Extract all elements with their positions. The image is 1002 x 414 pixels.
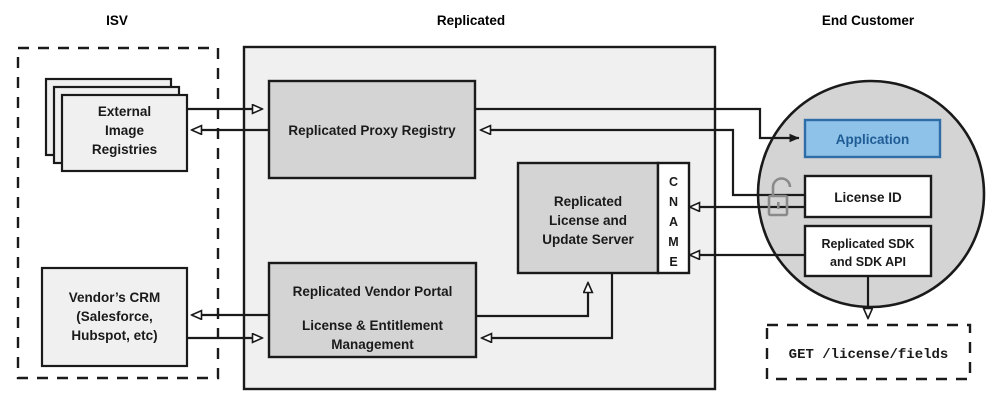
vendor-portal-label-line-2: License & Entitlement <box>302 318 444 333</box>
zone-title-replicated: Replicated <box>437 13 505 28</box>
unlock-icon <box>767 177 792 217</box>
node-external-image-registries[interactable]: External Image Registries <box>44 77 189 173</box>
vendor-portal-label-line-1: Replicated Vendor Portal <box>293 284 453 299</box>
api-request-label: GET /license/fields <box>789 347 949 363</box>
vendor-portal-label-line-3: Management <box>331 337 414 352</box>
zone-title-isv: ISV <box>106 13 128 28</box>
isv-zone-boundary <box>16 46 220 380</box>
license-server-label-line-2: License and <box>549 213 627 228</box>
replicated-sdk-label-line-1: Replicated SDK <box>821 237 914 251</box>
unlock-body <box>767 194 789 217</box>
cname-letter-c: C <box>669 175 678 189</box>
edge-license-server-to-portal <box>482 272 614 338</box>
node-vendors-crm[interactable]: Vendor’s CRM (Salesforce, Hubspot, etc) <box>40 266 189 368</box>
application-box <box>803 118 942 159</box>
crm-label-line-2: (Salesforce, <box>76 309 153 324</box>
node-replicated-vendor-portal[interactable]: Replicated Vendor Portal License & Entit… <box>267 261 478 359</box>
api-request-boundary <box>765 323 972 381</box>
license-id-label: License ID <box>834 190 902 205</box>
registries-label-line-1: External <box>98 104 151 119</box>
vendor-portal-box <box>267 261 478 359</box>
unlock-keyhole <box>777 202 780 209</box>
edge-portal-to-license-server <box>476 283 588 318</box>
node-api-request[interactable]: GET /license/fields <box>765 323 972 381</box>
node-license-id[interactable]: License ID <box>803 174 933 219</box>
license-server-label-line-3: Update Server <box>542 232 634 247</box>
crm-label-line-1: Vendor’s CRM <box>69 290 161 305</box>
application-label: Application <box>836 132 910 147</box>
node-application[interactable]: Application <box>803 118 942 159</box>
cname-box <box>656 161 691 275</box>
registry-stack-front <box>60 93 189 173</box>
replicated-sdk-label-line-2: and SDK API <box>830 255 906 269</box>
cname-letter-m: M <box>668 235 678 249</box>
registries-label-line-3: Registries <box>92 142 157 157</box>
license-server-label-line-1: Replicated <box>554 194 622 209</box>
crm-label-line-3: Hubspot, etc) <box>71 328 157 343</box>
zone-title-end-customer: End Customer <box>822 13 915 28</box>
edge-proxy-to-application <box>475 107 800 143</box>
license-server-box <box>516 161 660 275</box>
registries-label-line-2: Image <box>105 123 145 138</box>
node-cname-strip[interactable]: C N A M E <box>656 161 691 275</box>
node-replicated-sdk[interactable]: Replicated SDK and SDK API <box>803 224 933 278</box>
license-id-box <box>803 174 933 219</box>
cname-letter-n: N <box>669 195 678 209</box>
node-replicated-proxy-registry[interactable]: Replicated Proxy Registry <box>267 79 477 180</box>
node-license-update-server[interactable]: Replicated License and Update Server <box>516 161 660 275</box>
replicated-sdk-box <box>803 224 933 278</box>
proxy-registry-box <box>267 79 477 180</box>
cname-letter-a: A <box>669 215 678 229</box>
cname-letter-e: E <box>669 255 677 269</box>
crm-box <box>40 266 189 368</box>
proxy-registry-label: Replicated Proxy Registry <box>288 123 456 138</box>
